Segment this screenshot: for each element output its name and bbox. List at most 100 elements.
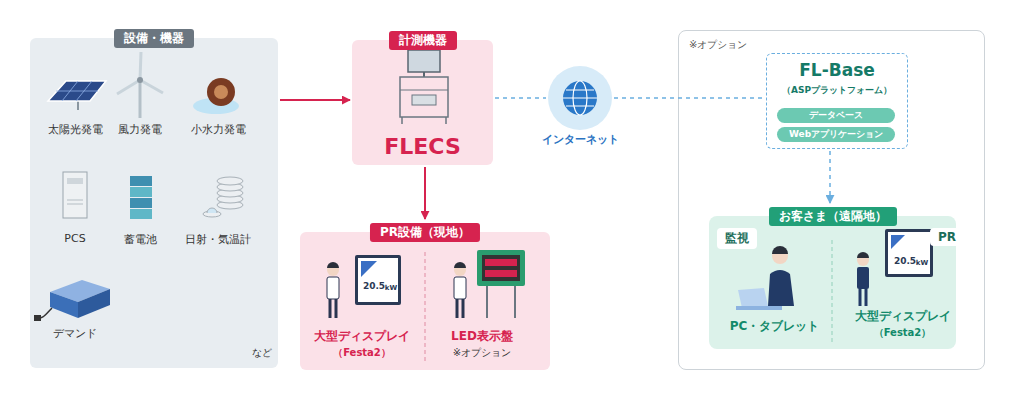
connector	[495, 97, 546, 99]
device-label: 太陽光発電	[48, 122, 103, 137]
person-laptop-icon	[736, 246, 794, 310]
database-pill: データベース	[777, 108, 895, 123]
measuring-rack-icon	[400, 50, 448, 124]
person-left-icon-part	[327, 277, 339, 299]
wind-turbine-icon-part	[117, 80, 140, 94]
person-laptop-icon-part	[772, 246, 788, 254]
led-board-icon-part	[485, 259, 517, 266]
measuring-rack-icon-part	[400, 77, 448, 117]
node-heading: 設備・機器	[114, 29, 194, 48]
wind-turbine-icon-part	[139, 80, 142, 118]
device-label: デマンド	[53, 326, 97, 341]
node-heading: データベース	[777, 108, 895, 123]
battery-icon	[130, 176, 152, 219]
connector	[280, 99, 350, 101]
led-board-icon-part	[485, 270, 517, 277]
person-right-icon-part	[456, 299, 459, 318]
node-heading: 監視	[717, 228, 757, 249]
demand-meter-icon-part	[40, 308, 52, 318]
device-label: PCS	[64, 232, 85, 245]
solar-panel-icon-part	[56, 91, 98, 92]
node-text: PC・タブレット	[709, 318, 840, 335]
globe-icon-part	[548, 66, 612, 130]
measuring-rack-icon-part	[412, 95, 436, 105]
screen-value: kW	[916, 259, 928, 267]
demand-meter-icon-part	[50, 292, 78, 318]
large-display-icon-part	[361, 261, 377, 277]
led-board-icon	[477, 250, 525, 318]
solar-panel-icon-part	[48, 81, 106, 101]
large-display-icon-part	[355, 255, 401, 305]
person-left-icon-part	[335, 299, 338, 318]
large-display-icon-part	[358, 258, 398, 302]
device-label: （Festa2）	[333, 346, 391, 360]
divider-lines-part	[831, 240, 832, 342]
connector	[829, 151, 831, 203]
person-display-icon-part	[865, 289, 868, 306]
person-left-icon-part	[327, 262, 339, 268]
person-right-icon-part	[454, 277, 466, 299]
person-left-icon-part	[329, 299, 332, 318]
webapp-pill: Webアプリケーション	[777, 127, 895, 142]
wind-turbine-icon-part	[140, 52, 141, 80]
person-display-icon-part	[891, 235, 905, 249]
measuring-rack-icon-part	[445, 117, 447, 124]
battery-icon-part	[130, 187, 152, 197]
device-label: ※オプション	[453, 346, 511, 360]
person-left-icon	[327, 262, 339, 318]
battery-icon-part	[130, 198, 152, 208]
device-label: LED表示盤	[451, 328, 513, 345]
node-heading: お客さま（遠隔地）	[769, 207, 897, 226]
device-label: など	[252, 346, 272, 360]
device-label: 小水力発電	[191, 122, 246, 137]
node-text: （ASPプラットフォーム）	[767, 84, 907, 97]
person-display-icon-part	[888, 232, 930, 274]
device-label: 日射・気温計	[185, 232, 251, 247]
pyranometer-icon-part	[217, 177, 243, 185]
option-panel: ※オプション FL-Base （ASPプラットフォーム） データベース Webアプリケー…	[678, 30, 985, 370]
connector	[614, 97, 764, 99]
hydro-wheel-icon	[193, 78, 239, 114]
pcs-cabinet-icon-part	[67, 200, 83, 201]
node-heading: FL-Base	[767, 60, 907, 80]
pyranometer-icon-part	[207, 208, 217, 213]
node-heading: PR	[930, 228, 964, 246]
person-display-icon-part	[885, 229, 933, 277]
solar-panel-icon	[48, 81, 106, 110]
solar-panel-icon-part	[62, 81, 78, 101]
person-laptop-icon-part	[736, 306, 782, 310]
divider-lines	[425, 240, 832, 362]
measuring-rack-icon-part	[408, 50, 440, 72]
globe-icon-part	[566, 90, 594, 91]
device-label: 大型ディスプレイ	[314, 328, 410, 345]
led-board-icon-part	[477, 250, 525, 286]
demand-meter-icon-part	[78, 289, 110, 318]
pcs-cabinet-icon-part	[63, 172, 87, 218]
hydro-wheel-icon-part	[207, 78, 235, 106]
wind-turbine-icon-part	[140, 80, 163, 93]
node-heading: インターネット	[542, 132, 619, 147]
device-label: 蓄電池	[124, 232, 157, 247]
battery-icon-part	[130, 209, 152, 219]
person-display-icon	[857, 229, 933, 306]
person-display-icon-part	[857, 267, 869, 289]
platform-box: FL-Base （ASPプラットフォーム） データベース Webアプリケーション	[766, 53, 908, 149]
globe-icon-part	[563, 97, 597, 98]
divider-lines-part	[424, 252, 425, 362]
large-display-icon	[355, 255, 401, 305]
led-board-icon-part	[482, 255, 520, 281]
pcs-cabinet-icon-part	[67, 178, 83, 184]
screen-value: 20.5	[894, 256, 916, 266]
node-heading: 計測機器	[389, 31, 457, 50]
wind-turbine-icon	[117, 52, 163, 118]
pcs-cabinet-icon	[63, 172, 87, 218]
solar-panel-icon-part	[76, 81, 92, 101]
measuring-rack-icon-part	[401, 117, 403, 124]
connector	[424, 167, 426, 219]
node-heading: PR設備（現地）	[370, 223, 480, 242]
node-heading: ※オプション	[689, 38, 747, 52]
person-display-icon-part	[859, 289, 862, 306]
demand-meter-icon-part	[34, 315, 41, 321]
measuring-rack-icon-part	[400, 90, 448, 91]
